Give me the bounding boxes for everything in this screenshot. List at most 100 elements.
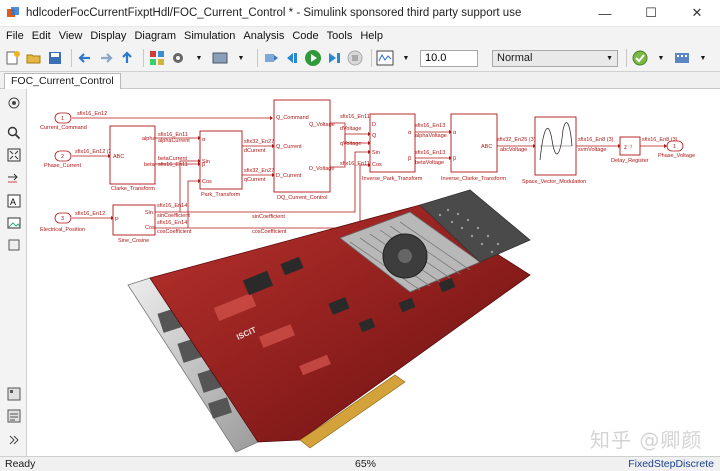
stop-button[interactable] [346, 49, 364, 67]
block-space-vector-modulation[interactable]: Space_Vector_Modulation [522, 116, 586, 185]
menu-simulation[interactable]: Simulation [184, 30, 236, 42]
menu-edit[interactable]: Edit [31, 30, 51, 42]
window-title: hdlcoderFocCurrentFixptHdl/FOC_Current_C… [26, 7, 522, 19]
block-delay-register[interactable]: z⁻¹ Delay_Register [611, 136, 649, 164]
menu-display[interactable]: Display [90, 30, 127, 42]
menu-view[interactable]: View [58, 30, 83, 42]
build-button[interactable] [673, 49, 691, 67]
run-button[interactable] [304, 49, 322, 67]
model-browser-button[interactable] [5, 386, 22, 402]
inport-number: 2 [61, 154, 64, 160]
close-icon: ✕ [691, 5, 703, 20]
block-name: Inverse_Park_Transform [362, 176, 423, 182]
model-advisor-button[interactable] [631, 49, 649, 67]
model-tab-strip: FOC_Current_Control [0, 72, 720, 89]
block-clarke-transform[interactable]: ABC alpha beta Clarke_Transform [109, 125, 156, 192]
area-button[interactable] [5, 237, 22, 253]
advisor-dropdown[interactable]: ▼ [652, 49, 670, 67]
scope-button[interactable] [376, 49, 394, 67]
collapse-browser-button[interactable] [5, 432, 22, 448]
signal-type-label: sfix16_En12 (2) [75, 149, 114, 155]
check-icon [632, 50, 648, 66]
forward-button[interactable] [97, 49, 115, 67]
up-button[interactable] [118, 49, 136, 67]
stop-time-input[interactable] [420, 49, 478, 67]
menu-analysis[interactable]: Analysis [243, 30, 285, 42]
signal-name-label: betaCurrent [158, 156, 188, 162]
menu-help[interactable]: Help [360, 30, 383, 42]
close-button[interactable]: ✕ [674, 0, 720, 27]
hide-browser-button[interactable] [5, 95, 22, 111]
inport-number: 3 [61, 216, 64, 222]
model-browser-icon [7, 387, 20, 401]
port-label: D_Current [276, 173, 302, 179]
port-label: β [408, 156, 411, 162]
port-label: Cos [202, 179, 212, 185]
maximize-button[interactable]: ☐ [628, 0, 674, 27]
minimize-icon: — [598, 5, 612, 21]
model-settings-dropdown[interactable]: ▼ [190, 49, 208, 67]
back-button[interactable] [76, 49, 94, 67]
inport-phase-current[interactable]: 2 Phase_Current sfix16_En12 (2) [44, 149, 114, 169]
outport-phase-voltage[interactable]: 1 Phase_Voltage [658, 140, 695, 159]
block-sine-cosine[interactable]: P Sin Cos Sine_Cosine [112, 204, 156, 244]
image-button[interactable] [5, 215, 22, 231]
block-inverse-park-transform[interactable]: D Q Sin Cos α β Inverse_Park_Transform [362, 113, 423, 182]
step-back-alt-button[interactable] [283, 49, 301, 67]
annotation-button[interactable]: A [5, 193, 22, 209]
menu-code[interactable]: Code [292, 30, 319, 42]
port-label: beta [144, 162, 156, 168]
step-forward-button[interactable] [325, 49, 343, 67]
block-inverse-clarke-transform[interactable]: α β ABC Inverse_Clarke_Transform [441, 113, 506, 182]
chevron-down-icon: ▼ [606, 54, 613, 62]
property-inspector-button[interactable] [5, 408, 22, 424]
signal-name-label: qCurrent [244, 177, 266, 183]
new-model-button[interactable] [4, 49, 22, 67]
inport-current-command[interactable]: 1 Current_Command sfix16_En12 [40, 111, 107, 131]
build-dropdown[interactable]: ▼ [694, 49, 712, 67]
save-button[interactable] [46, 49, 64, 67]
scope-dropdown[interactable]: ▼ [397, 49, 415, 67]
signal-name-label: abcVoltage [500, 147, 527, 153]
block-park-transform[interactable]: α β Sin Cos Park_Transform [199, 130, 243, 198]
menu-diagram[interactable]: Diagram [134, 30, 177, 42]
inport-name: Current_Command [40, 125, 87, 131]
fit-to-view-button[interactable] [5, 147, 22, 163]
toolbar: ▼ ▼ ▼ Normal ▼ ▼ ▼ [0, 45, 720, 72]
port-label: Q_Command [276, 115, 309, 121]
open-model-button[interactable] [25, 49, 43, 67]
signal-type-label: sfix32_En27 [244, 168, 274, 174]
left-palette: A [0, 89, 27, 456]
gear-icon [173, 53, 183, 63]
port-label: α [453, 130, 457, 136]
minimize-button[interactable]: — [582, 0, 628, 27]
menu-tools[interactable]: Tools [326, 30, 353, 42]
library-browser-button[interactable] [148, 49, 166, 67]
zoom-button[interactable] [5, 125, 22, 141]
svg-text:A: A [10, 197, 16, 207]
block-symbol: z⁻¹ [624, 145, 632, 151]
signal-name-label: alphaCurrent [158, 138, 190, 144]
toolbar-separator [71, 49, 72, 67]
step-back-button[interactable] [262, 49, 280, 67]
model-canvas[interactable]: 1 Current_Command sfix16_En12 2 Phase_Cu… [28, 89, 720, 456]
block-dq-current-control[interactable]: Q_Command Q_Current D_Current Q_Voltage … [273, 99, 335, 201]
signal-type-label: sfix16_En11 [158, 162, 188, 168]
scope-icon [376, 50, 394, 66]
tab-foc-current-control[interactable]: FOC_Current_Control [4, 73, 121, 89]
inport-electrical-position[interactable]: 3 Electrical_Position sfix16_En12 [40, 211, 105, 233]
block-name: Clarke_Transform [111, 186, 155, 192]
signal-arrow-button[interactable] [5, 171, 22, 187]
signal-type-label: sfix16_En8 (3) [578, 137, 614, 143]
solver-link[interactable]: FixedStepDiscrete [628, 458, 714, 470]
model-explorer-button[interactable] [211, 49, 229, 67]
port-label: Cos [145, 225, 155, 231]
signal-name-label: alphaVoltage [415, 133, 447, 139]
explorer-dropdown[interactable]: ▼ [232, 49, 250, 67]
simulation-mode-select[interactable]: Normal ▼ [492, 49, 618, 67]
signal-type-label: sfix16_En11 [158, 132, 188, 138]
menu-file[interactable]: File [6, 30, 24, 42]
model-settings-button[interactable] [169, 49, 187, 67]
zoom-icon [7, 126, 20, 140]
port-label: Q [372, 133, 377, 139]
